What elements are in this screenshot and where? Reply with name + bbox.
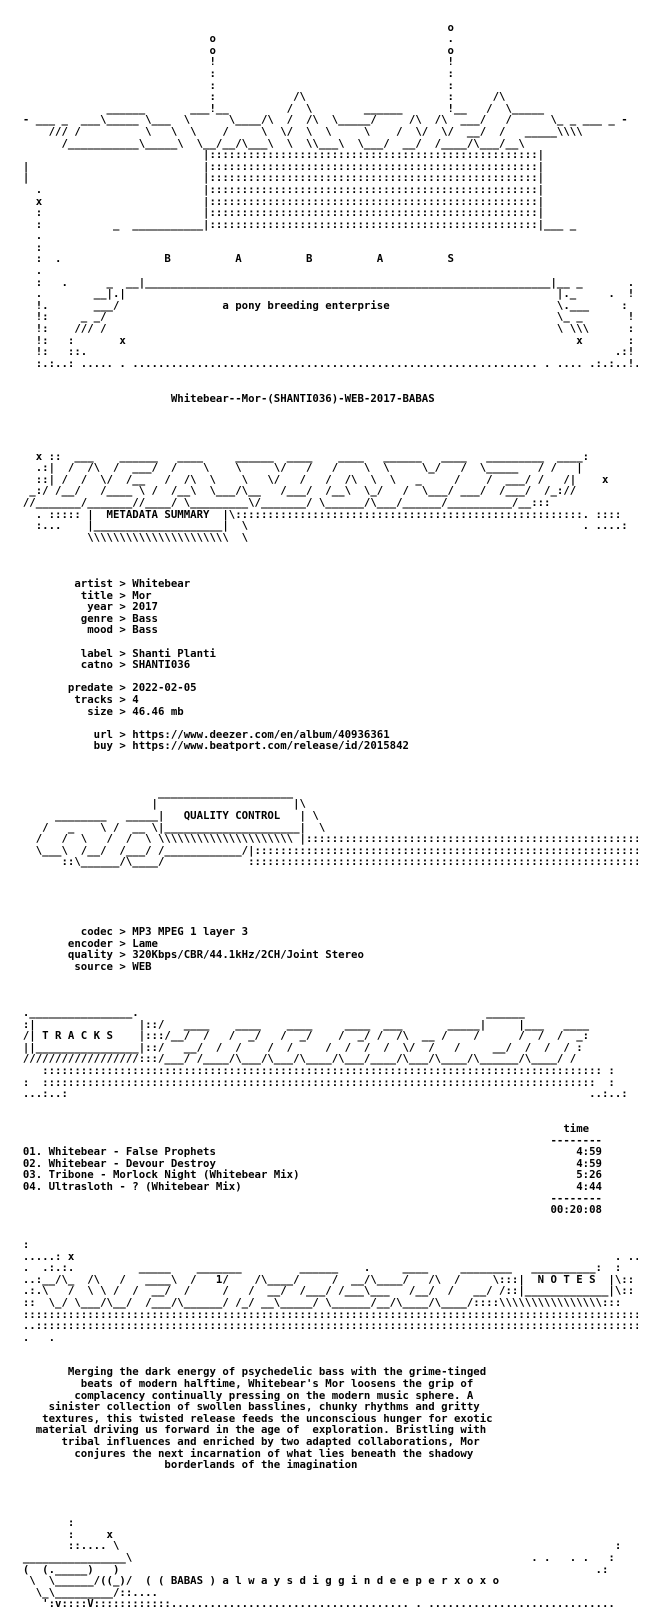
nfo-ascii-document: o o . o o ! bbox=[22, 20, 638, 1610]
